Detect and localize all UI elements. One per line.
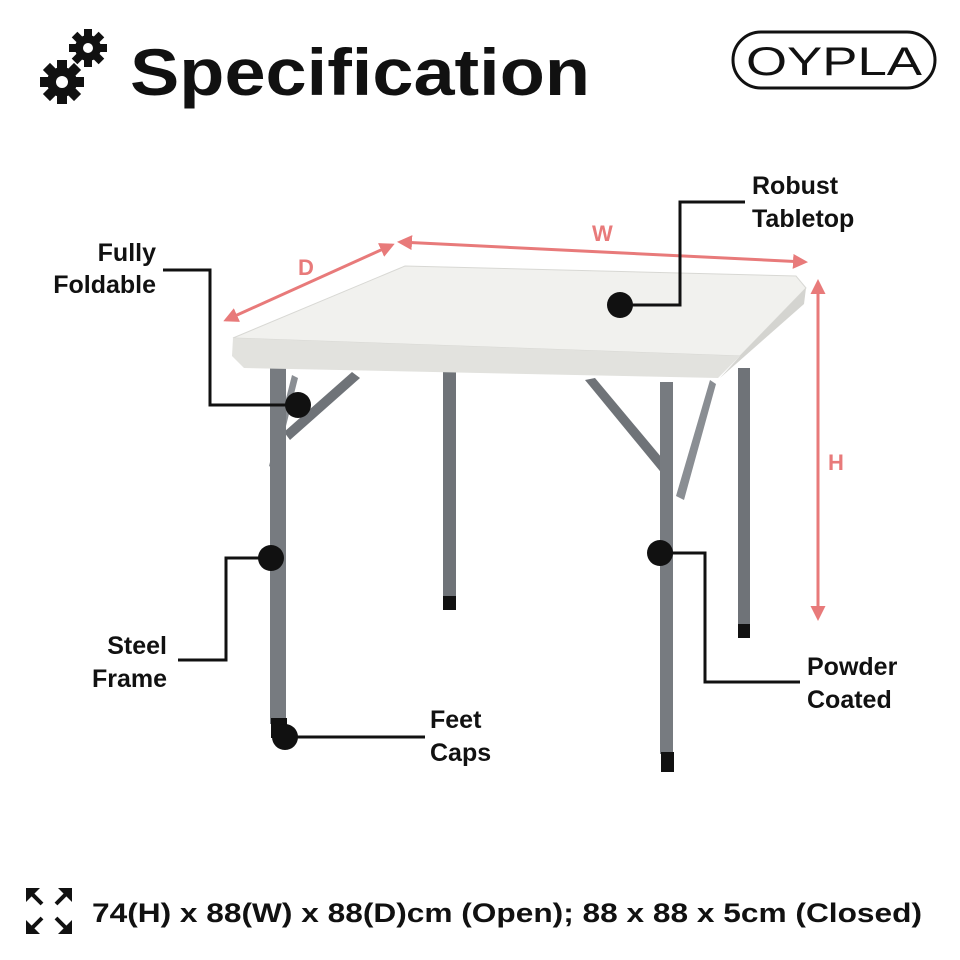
callout-coating-line1: Powder: [807, 653, 898, 681]
width-label: W: [592, 221, 613, 246]
callout-frame-line2: Frame: [92, 665, 167, 693]
dimension-arrows: [223, 235, 826, 621]
coating-dot: [647, 540, 673, 566]
frame-dot: [258, 545, 284, 571]
foldable-dot: [285, 392, 311, 418]
callout-tabletop-line1: Robust: [752, 172, 839, 200]
callout-frame-line1: Steel: [107, 632, 167, 660]
callout-foldable-line2: Foldable: [53, 271, 156, 299]
foldable-leader: [163, 268, 298, 407]
width-arrow: [397, 235, 808, 269]
svg-text:OYPLA: OYPLA: [746, 40, 922, 84]
depth-arrow: [223, 243, 395, 322]
page-title: Specification: [130, 35, 590, 109]
callout-foldable-line1: Fully: [98, 239, 156, 267]
expand-arrows-icon: [26, 888, 72, 934]
tabletop-dot: [607, 292, 633, 318]
folding-table-illustration: [232, 265, 807, 772]
callout-coating-line2: Coated: [807, 686, 892, 714]
gears-icon: [40, 29, 107, 104]
callout-feet-line2: Caps: [430, 739, 491, 767]
coating-leader: [660, 551, 800, 684]
oypla-logo: OYPLA: [731, 30, 937, 90]
frame-leader: [178, 556, 271, 662]
height-label: H: [828, 450, 844, 475]
callout-tabletop-line2: Tabletop: [752, 205, 854, 233]
callout-feet-line1: Feet: [430, 706, 482, 734]
depth-label: D: [298, 255, 314, 280]
dimensions-text: 74(H) x 88(W) x 88(D)cm (Open); 88 x 88 …: [92, 898, 922, 928]
feet-dot: [272, 724, 298, 750]
tabletop-leader: [620, 200, 745, 307]
